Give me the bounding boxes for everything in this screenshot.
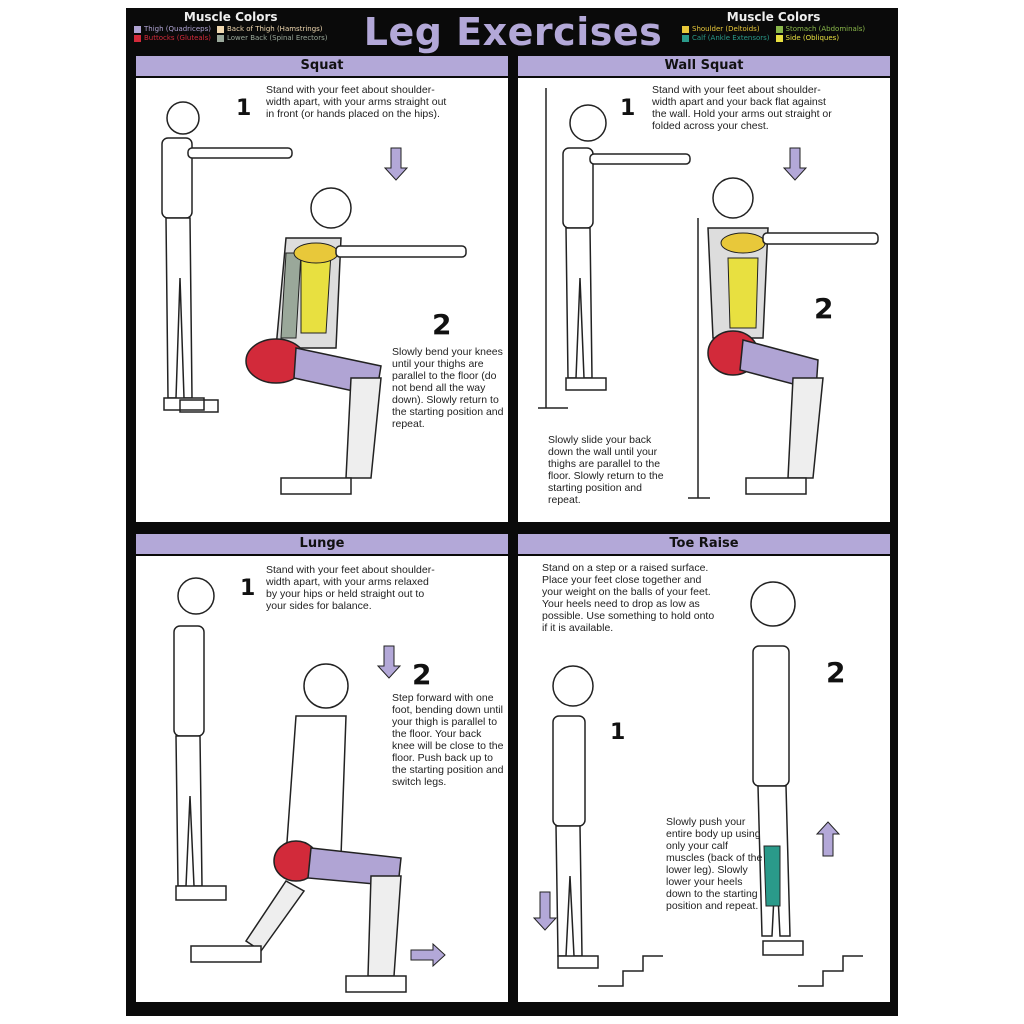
step-number: 2 bbox=[412, 658, 432, 691]
step-number: 1 bbox=[610, 720, 626, 745]
legend-label: Back of Thigh (Hamstrings) bbox=[227, 25, 323, 33]
muscle-legend-right: Muscle Colors Shoulder (Deltoids) Stomach… bbox=[682, 10, 865, 42]
step-1-text: Stand with your feet about shoulder-widt… bbox=[266, 564, 435, 612]
panel-title: Wall Squat bbox=[518, 56, 890, 78]
legend-label: Stomach (Abdominals) bbox=[785, 25, 866, 33]
step-1-text: Stand on a step or a raised surface. Pla… bbox=[542, 562, 715, 634]
legend-heading: Muscle Colors bbox=[183, 10, 278, 24]
wall-squat-illustration bbox=[538, 88, 879, 499]
legend-item: Back of Thigh (Hamstrings) bbox=[217, 25, 327, 33]
legend-item: Lower Back (Spinal Erectors) bbox=[217, 34, 327, 42]
step-number: 2 bbox=[814, 292, 834, 325]
panel-title: Squat bbox=[136, 56, 508, 78]
legend-item: Thigh (Quadriceps) bbox=[134, 25, 211, 33]
legend-item: Shoulder (Deltoids) bbox=[682, 25, 770, 33]
color-swatch bbox=[217, 34, 224, 42]
squat-illustration bbox=[161, 101, 467, 495]
panel-title: Toe Raise bbox=[518, 534, 890, 556]
legend-label: Buttocks (Gluteals) bbox=[144, 34, 211, 42]
step-1-text: Stand with your feet about shoulder-widt… bbox=[266, 84, 447, 120]
legend-label: Side (Obliques) bbox=[785, 34, 840, 42]
panel-title: Lunge bbox=[136, 534, 508, 556]
step-1-text: Stand with your feet about shoulder-widt… bbox=[652, 84, 832, 132]
step-number: 1 bbox=[236, 96, 252, 121]
legend-label: Calf (Ankle Extensors) bbox=[692, 34, 770, 42]
color-swatch bbox=[217, 25, 224, 33]
poster: Muscle Colors Thigh (Quadriceps) Back of … bbox=[126, 8, 898, 1016]
toe-raise-illustration bbox=[532, 581, 863, 987]
color-swatch bbox=[775, 34, 783, 42]
step-2-text: Slowly bend your knees until your thighs… bbox=[392, 346, 504, 430]
step-2-text: Step forward with one foot, bending down… bbox=[392, 692, 504, 788]
step-number: 2 bbox=[826, 656, 846, 689]
color-swatch bbox=[682, 25, 689, 33]
step-2-text: Slowly push your entire body up using on… bbox=[666, 816, 763, 912]
legend-item: Calf (Ankle Extensors) bbox=[682, 34, 770, 42]
color-swatch bbox=[134, 34, 141, 42]
color-swatch bbox=[775, 25, 783, 33]
muscle-legend-left: Muscle Colors Thigh (Quadriceps) Back of … bbox=[134, 10, 327, 42]
panel-lunge: Lunge 1 Stand with your feet about shoul… bbox=[136, 534, 508, 1002]
panel-squat: Squat 1 Stand with your feet about shoul… bbox=[136, 56, 508, 522]
legend-heading: Muscle Colors bbox=[726, 10, 821, 24]
legend-item: Buttocks (Gluteals) bbox=[134, 34, 211, 42]
legend-item: Stomach (Abdominals) bbox=[775, 25, 866, 33]
legend-label: Thigh (Quadriceps) bbox=[144, 25, 211, 33]
panel-toe-raise: Toe Raise Stand on a step or a raised su… bbox=[518, 534, 890, 1002]
color-swatch bbox=[134, 25, 141, 33]
legend-label: Shoulder (Deltoids) bbox=[692, 25, 760, 33]
page-title: Leg Exercises bbox=[363, 10, 663, 54]
color-swatch bbox=[682, 34, 689, 42]
step-number: 2 bbox=[432, 308, 452, 341]
legend-item: Side (Obliques) bbox=[775, 34, 866, 42]
step-number: 1 bbox=[620, 96, 636, 121]
legend-label: Lower Back (Spinal Erectors) bbox=[227, 34, 328, 42]
step-2-text: Slowly slide your back down the wall unt… bbox=[548, 434, 664, 506]
panel-wall-squat: Wall Squat 1 Stand with your feet about … bbox=[518, 56, 890, 522]
lunge-illustration bbox=[173, 577, 446, 993]
step-number: 1 bbox=[240, 576, 256, 601]
